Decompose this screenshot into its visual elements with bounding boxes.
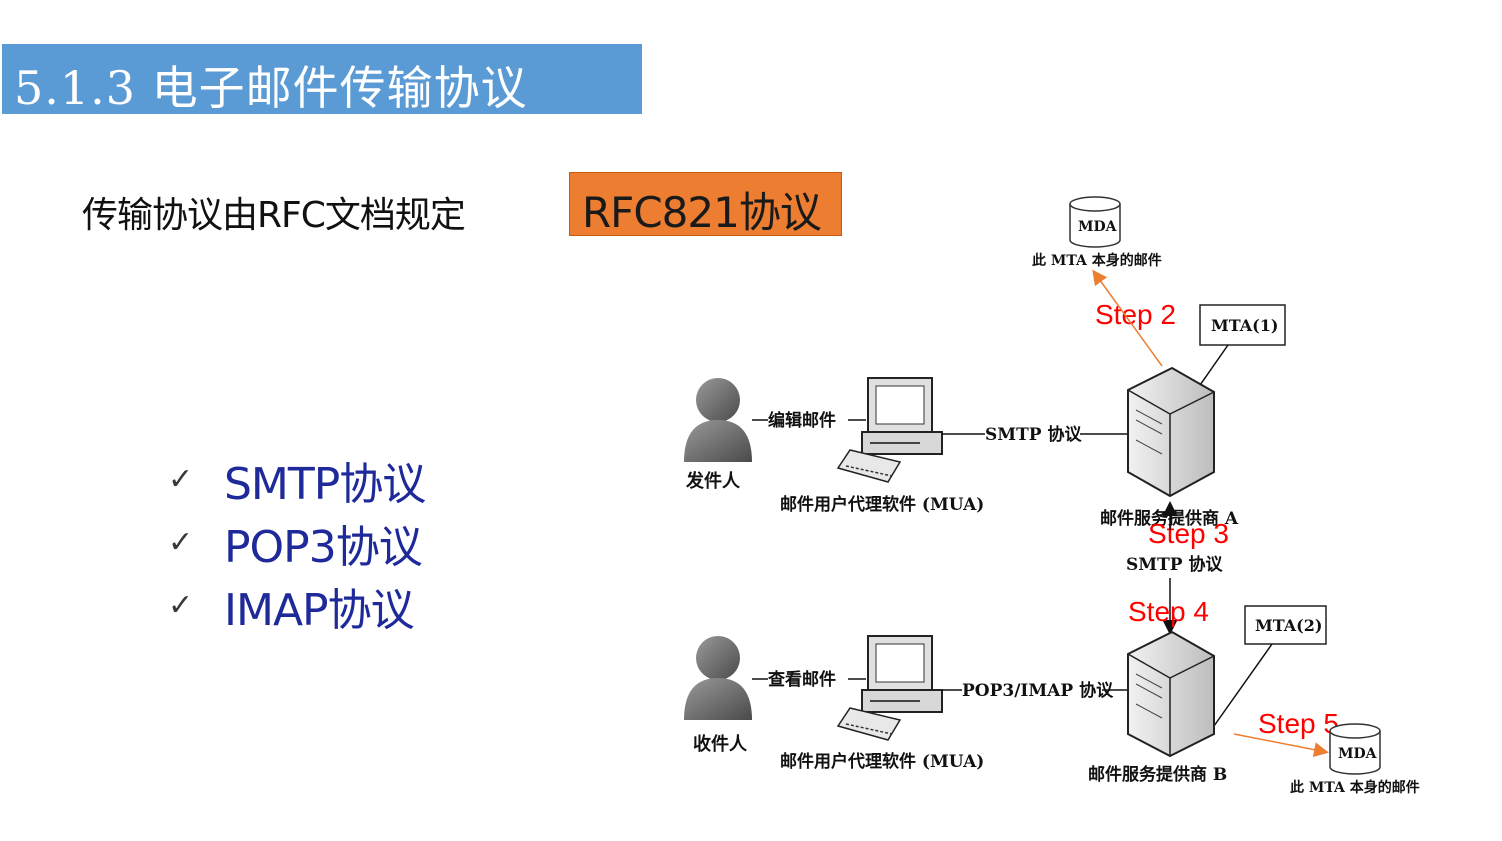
receiver-label: 收件人 (693, 733, 748, 755)
smtp-top-label: SMTP 协议 (985, 424, 1082, 445)
computer-top-icon (836, 377, 943, 483)
check-icon: ✓ (168, 462, 194, 497)
mda-bottom-caption: 此 MTA 本身的邮件 (1290, 779, 1420, 796)
receiver-person-icon (684, 636, 752, 720)
list-item: ✓ SMTP协议 (168, 448, 426, 511)
step3-label: Step 3 (1148, 518, 1229, 549)
mta2-box (1244, 605, 1327, 645)
compose-mail-label: 编辑邮件 (768, 410, 836, 431)
protocol-label: SMTP协议 (224, 458, 426, 510)
step2-arrow (1092, 269, 1163, 367)
mda-top-caption: 此 MTA 本身的邮件 (1032, 252, 1162, 269)
step5-arrow (1233, 733, 1329, 758)
mta1-label: MTA(1) (1211, 316, 1278, 335)
protocol-label: POP3协议 (224, 521, 423, 573)
pop-imap-label: POP3/IMAP 协议 (962, 680, 1114, 701)
mua-top-label: 邮件用户代理软件 (MUA) (780, 494, 984, 515)
mta2-pointer (1213, 643, 1273, 727)
server-a-icon (1127, 366, 1215, 498)
title-bar: 5.1.3 电子邮件传输协议 (2, 44, 642, 115)
mta2-label: MTA(2) (1255, 616, 1322, 635)
list-item: ✓ IMAP协议 (168, 574, 425, 637)
step2-label: Step 2 (1095, 299, 1176, 330)
mda-bottom-label: MDA (1338, 746, 1378, 762)
computer-bottom-icon (836, 635, 943, 741)
rfc-label: RFC821协议 (582, 188, 822, 237)
provider-b-label: 邮件服务提供商 B (1088, 764, 1227, 785)
subtitle: 传输协议由RFC文档规定 (82, 195, 466, 236)
sender-person-icon (684, 378, 752, 462)
smtp-mid-label: SMTP 协议 (1126, 554, 1223, 575)
view-mail-label: 查看邮件 (767, 669, 836, 690)
mda-top-icon: MDA (1069, 196, 1121, 248)
mta1-box (1199, 304, 1286, 346)
check-icon: ✓ (168, 525, 194, 560)
protocol-label: IMAP协议 (224, 584, 415, 636)
rfc-badge: RFC821协议 (569, 172, 842, 237)
mda-bottom-icon: MDA (1329, 723, 1381, 775)
mta1-pointer (1197, 344, 1229, 389)
protocol-list: ✓ SMTP协议 ✓ POP3协议 ✓ IMAP协议 (168, 448, 426, 637)
mda-top-label: MDA (1078, 219, 1118, 235)
mua-bottom-label: 邮件用户代理软件 (MUA) (780, 751, 984, 772)
step5-label: Step 5 (1258, 708, 1339, 739)
sender-label: 发件人 (685, 470, 741, 492)
server-b-icon (1127, 630, 1215, 758)
step4-label: Step 4 (1128, 596, 1209, 627)
check-icon: ✓ (168, 588, 194, 623)
slide-title: 5.1.3 电子邮件传输协议 (14, 61, 528, 115)
list-item: ✓ POP3协议 (168, 511, 425, 574)
